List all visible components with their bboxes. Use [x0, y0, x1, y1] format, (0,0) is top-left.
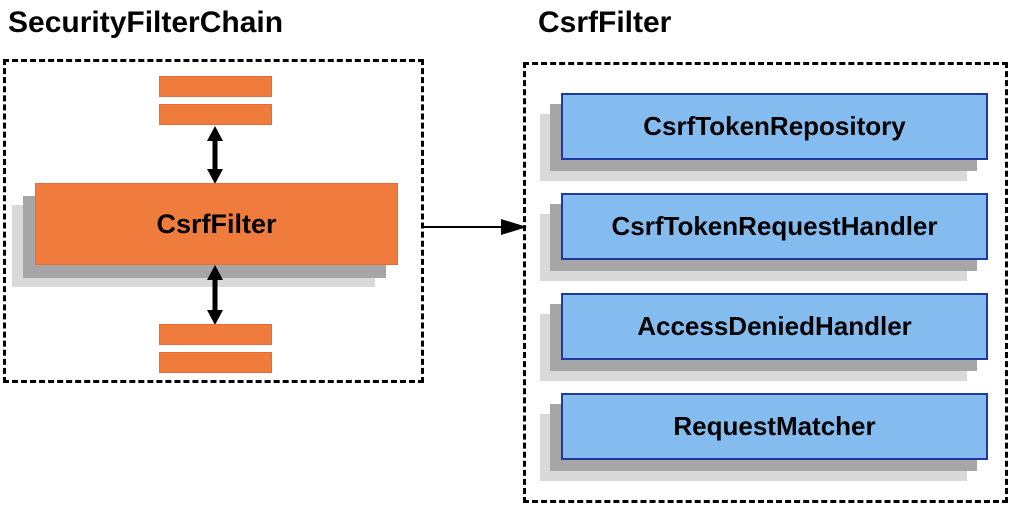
component-box-access-denied-handler: AccessDeniedHandler: [561, 293, 988, 360]
component-box-csrf-token-request-handler: CsrfTokenRequestHandler: [561, 193, 988, 260]
security-filter-chain-panel: [3, 59, 424, 383]
csrf-filter-box: CsrfFilter: [35, 183, 398, 265]
filter-placeholder-bar: [159, 76, 272, 97]
component-label: CsrfTokenRequestHandler: [611, 211, 938, 241]
filter-placeholder-bar: [159, 104, 272, 125]
component-label: CsrfTokenRepository: [643, 111, 906, 141]
flow-arrow-icon: [424, 219, 527, 235]
csrf-filter-box-label: CsrfFilter: [156, 208, 277, 239]
component-label: RequestMatcher: [673, 411, 876, 441]
csrf-filter-panel: [523, 62, 1008, 503]
component-box-request-matcher: RequestMatcher: [561, 393, 988, 460]
bidirectional-arrow-icon: [207, 265, 223, 325]
bidirectional-arrow-icon: [207, 126, 223, 184]
filter-placeholder-bar: [159, 352, 272, 373]
filter-placeholder-bar: [159, 324, 272, 345]
csrf-filter-title: CsrfFilter: [538, 6, 672, 39]
component-label: AccessDeniedHandler: [637, 311, 912, 341]
security-filter-chain-title: SecurityFilterChain: [8, 6, 284, 39]
component-box-csrf-token-repository: CsrfTokenRepository: [561, 93, 988, 160]
